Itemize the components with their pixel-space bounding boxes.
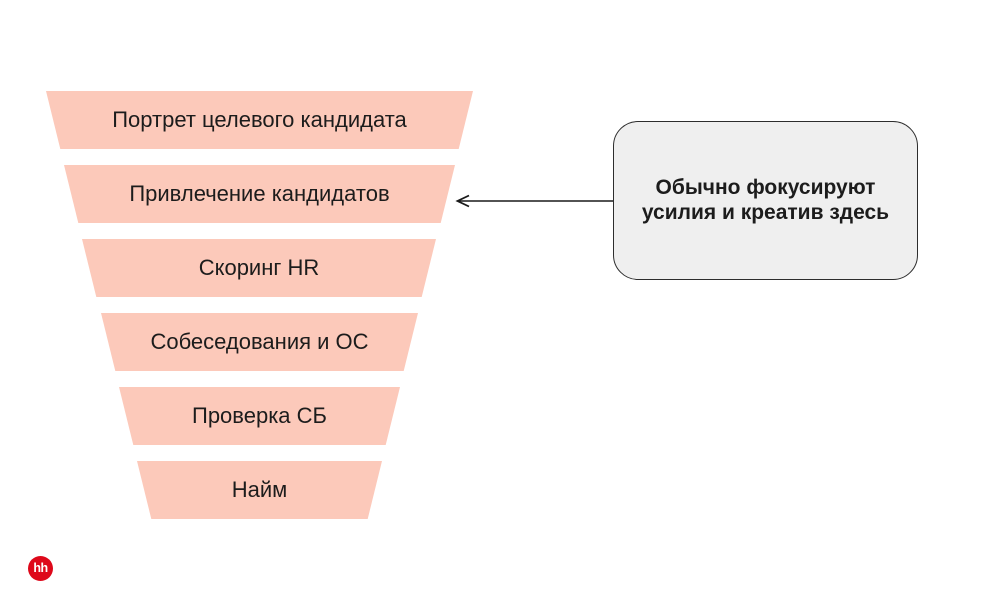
funnel-stage-interviews: Собеседования и ОС — [101, 313, 418, 371]
funnel-stage-label: Портрет целевого кандидата — [112, 107, 407, 132]
hh-logo: hh — [28, 556, 53, 581]
arrow-left-icon — [455, 194, 613, 208]
funnel-stage-label: Собеседования и ОС — [150, 329, 369, 354]
hh-logo-text: hh — [33, 561, 48, 576]
funnel-stage-attraction: Привлечение кандидатов — [64, 165, 455, 223]
funnel-stage-security-check: Проверка СБ — [119, 387, 400, 445]
funnel-stage-label: Проверка СБ — [192, 403, 327, 428]
callout-box: Обычно фокусируют усилия и креатив здесь — [613, 121, 918, 280]
funnel-stage-label: Найм — [231, 477, 288, 502]
funnel-stage-hire: Найм — [137, 461, 382, 519]
funnel-stage-label: Скоринг HR — [198, 255, 320, 280]
callout-text: Обычно фокусируют усилия и креатив здесь — [642, 176, 889, 224]
callout-line-2: усилия и креатив здесь — [641, 200, 890, 224]
funnel-stage-label: Привлечение кандидатов — [129, 181, 390, 206]
funnel-stage-scoring: Скоринг HR — [82, 239, 436, 297]
callout-line-1: Обычно фокусируют — [655, 176, 876, 200]
funnel-stage-portrait: Портрет целевого кандидата — [46, 91, 473, 149]
